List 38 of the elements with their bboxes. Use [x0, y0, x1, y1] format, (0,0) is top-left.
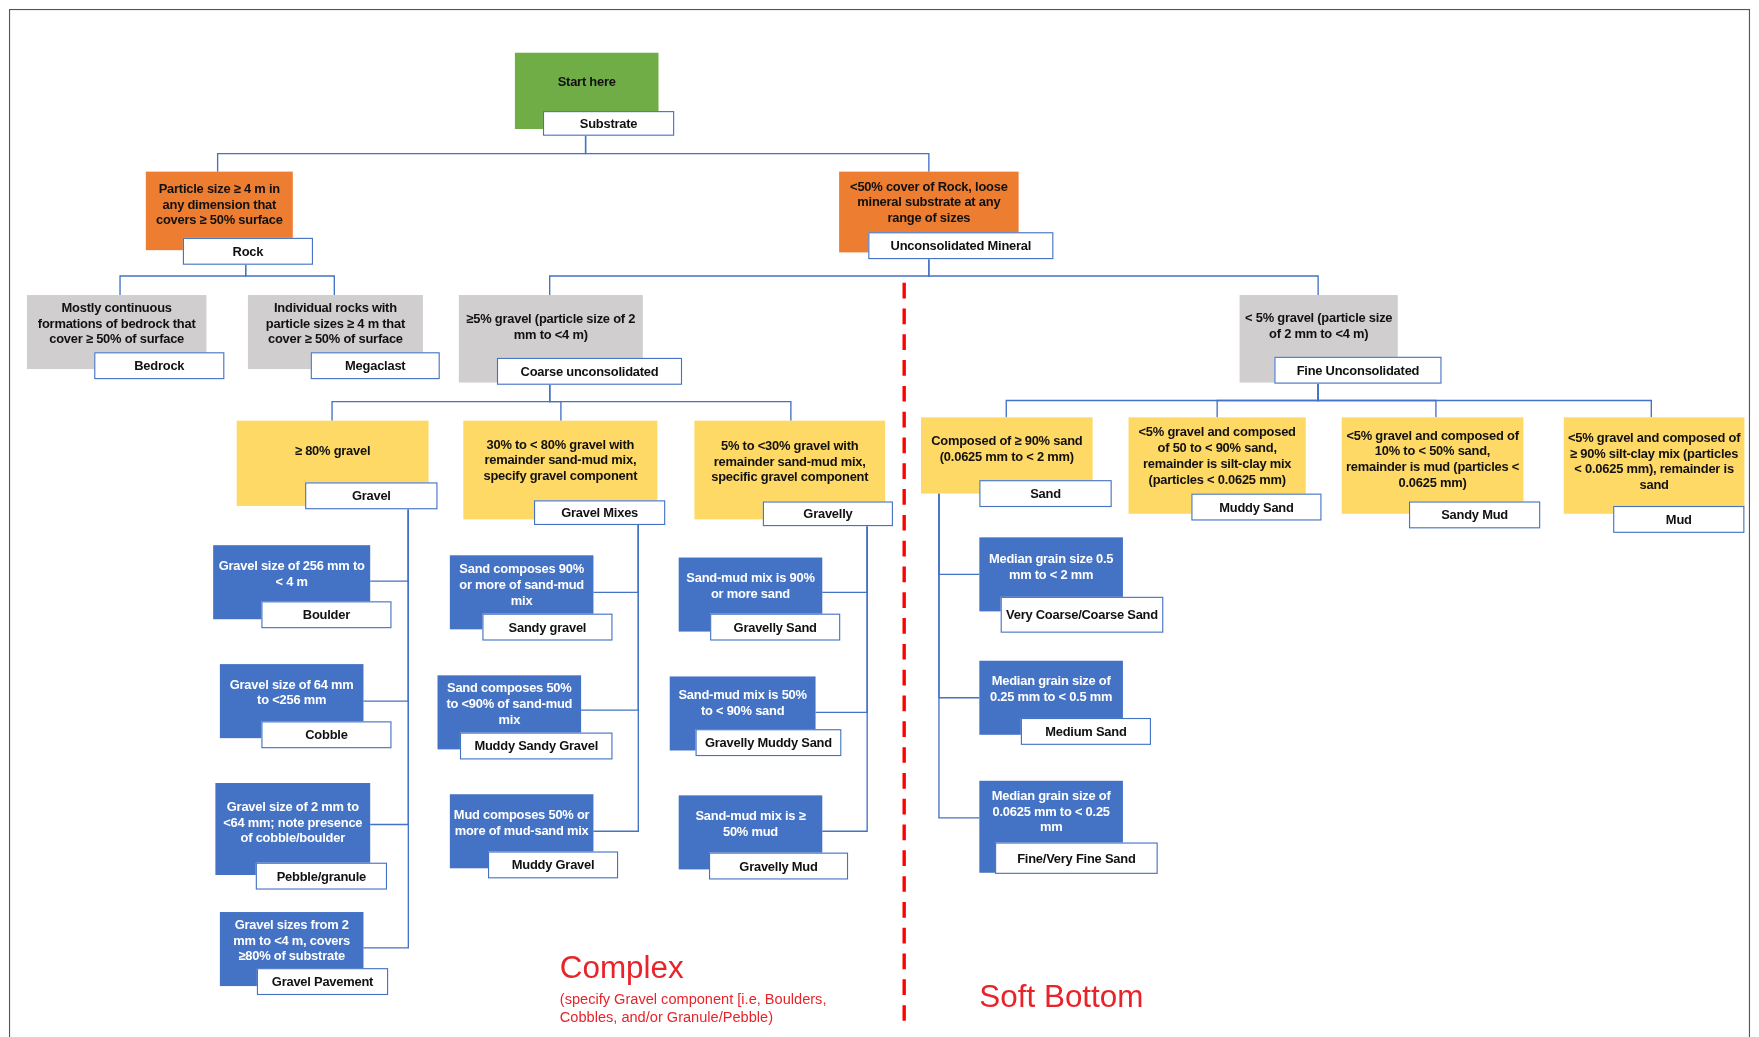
criteria-box: <5% gravel and composed of ≥ 90% silt-clay mix (particles < 0.0625 mm), remainder is sand	[1563, 417, 1745, 514]
class-name-box: Mud	[1613, 505, 1745, 533]
class-name-box: Medium Sand	[1020, 717, 1151, 745]
connector-line	[1317, 383, 1652, 418]
class-name-box: Gravelly Muddy Sand	[695, 729, 842, 757]
class-name-box: Muddy Sand	[1191, 493, 1322, 521]
class-name-box: Megaclast	[310, 352, 440, 380]
connector-line	[821, 525, 868, 832]
class-name-box: Substrate	[542, 111, 675, 136]
connector-line	[549, 384, 792, 422]
class-name-box: Gravel	[305, 482, 438, 510]
class-name-box: Sandy gravel	[482, 613, 613, 641]
class-name-box: Rock	[182, 237, 313, 265]
class-name-box: Gravelly	[762, 501, 893, 527]
class-name-box: Coarse unconsolidated	[496, 357, 683, 385]
class-name-box: Sand	[979, 480, 1112, 508]
connector-line	[584, 135, 930, 173]
class-name-box: Fine/Very Fine Sand	[995, 842, 1158, 874]
class-name-box: Gravelly Sand	[710, 613, 841, 641]
class-name-box: Boulder	[261, 601, 392, 629]
region-label: Soft Bottom	[979, 978, 1144, 1016]
connector-line	[362, 508, 409, 949]
connector-line	[592, 524, 639, 832]
class-name-box: Gravel Mixes	[534, 500, 666, 525]
class-name-box: Muddy Gravel	[488, 851, 619, 879]
connector-line	[245, 264, 335, 296]
class-name-box: Cobble	[261, 721, 392, 749]
connector-line	[938, 492, 980, 819]
region-note: (specify Gravel component [i.e, Boulders, Cobbles, and/or Granule/Pebble)	[559, 990, 828, 1026]
class-name-box: Very Coarse/Coarse Sand	[1000, 596, 1164, 633]
class-name-box: Muddy Sandy Gravel	[459, 732, 613, 760]
connector-line	[928, 258, 1319, 296]
class-name-box: Unconsolidated Mineral	[868, 232, 1054, 260]
class-name-box: Fine Unconsolidated	[1274, 356, 1442, 384]
region-label: Complex	[559, 949, 684, 987]
class-name-box: Gravel Pavement	[256, 968, 389, 996]
class-name-box: Gravelly Mud	[709, 852, 849, 880]
class-name-box: Bedrock	[94, 352, 225, 380]
